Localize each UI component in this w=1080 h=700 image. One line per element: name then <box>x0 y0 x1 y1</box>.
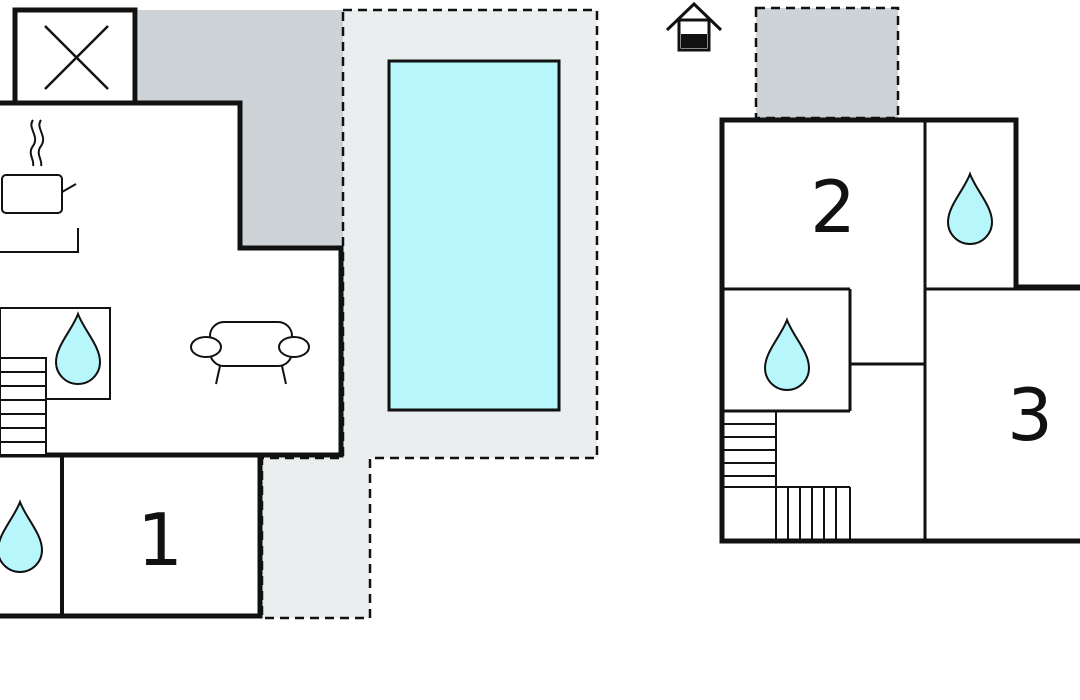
interior-walls <box>722 120 1080 541</box>
room-label-3: 3 <box>1007 373 1053 457</box>
stairs <box>722 411 851 541</box>
ground-floor-plan: 1 <box>0 7 599 620</box>
house-entrance-icon <box>665 1 723 52</box>
room-label-2: 2 <box>810 165 856 249</box>
stairs <box>0 357 47 456</box>
balcony-area <box>754 6 900 120</box>
upper-floor-plan: 2 3 <box>665 1 1080 544</box>
ground-floor-walls <box>0 100 344 619</box>
sofa-icon <box>190 321 310 385</box>
pool <box>387 59 561 412</box>
chimney-cross <box>12 7 138 106</box>
room-label-1: 1 <box>137 498 183 582</box>
kitchen-pot-icon <box>0 119 79 253</box>
